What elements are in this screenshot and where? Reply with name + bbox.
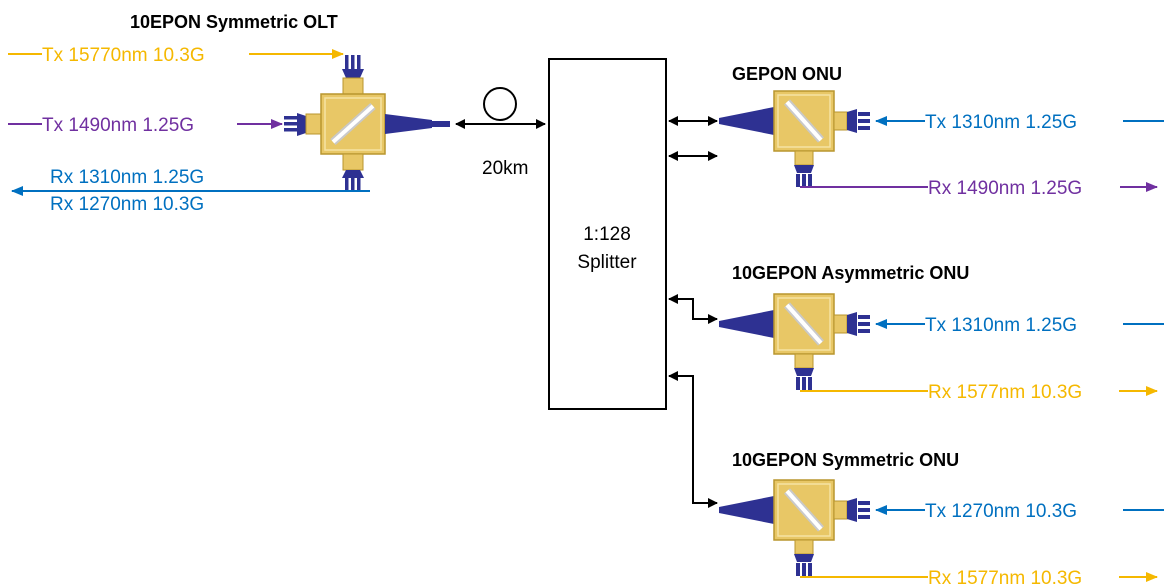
onu3-tx-label: Tx 1270nm 10.3G [925, 501, 1077, 522]
onu1-title: GEPON ONU [732, 64, 842, 84]
olt-rx2-label: Rx 1270nm 10.3G [50, 194, 204, 215]
onu3-signals: Tx 1270nm 10.3G Rx 1577nm 10.3G [800, 501, 1164, 587]
onu1-rx-label: Rx 1490nm 1.25G [928, 178, 1082, 199]
olt-device [284, 55, 450, 192]
olt-tx2-signal: Tx 1490nm 1.25G [8, 115, 283, 136]
onu1-tx-label: Tx 1310nm 1.25G [925, 112, 1077, 133]
onu1-signals: Tx 1310nm 1.25G Rx 1490nm 1.25G [800, 112, 1164, 199]
fiber-distance-label: 20km [482, 158, 528, 179]
fiber-link: 20km [455, 87, 546, 179]
olt-rx1-label: Rx 1310nm 1.25G [50, 167, 204, 188]
onu2-title: 10GEPON Asymmetric ONU [732, 263, 969, 283]
onu2-rx-label: Rx 1577nm 10.3G [928, 382, 1082, 403]
onu3-rx-label: Rx 1577nm 10.3G [928, 568, 1082, 587]
onu3-device [719, 480, 870, 576]
onu1-device [719, 91, 870, 187]
onu2-device [719, 294, 870, 390]
splitter-ratio-label: 1:128 [583, 224, 631, 245]
onu2-tx-label: Tx 1310nm 1.25G [925, 315, 1077, 336]
onu2-signals: Tx 1310nm 1.25G Rx 1577nm 10.3G [800, 315, 1164, 403]
olt-tx1-signal: Tx 15770nm 10.3G [8, 45, 344, 66]
olt-rx-signal: Rx 1310nm 1.25G Rx 1270nm 10.3G [11, 167, 370, 215]
olt-title: 10EPON Symmetric OLT [130, 12, 338, 32]
olt-tx1-label: Tx 15770nm 10.3G [42, 45, 205, 66]
onu3-title: 10GEPON Symmetric ONU [732, 450, 959, 470]
splitter-connections [668, 116, 718, 508]
splitter-label: Splitter [577, 252, 637, 273]
olt-tx2-label: Tx 1490nm 1.25G [42, 115, 194, 136]
splitter-box: 1:128 Splitter [548, 58, 667, 410]
